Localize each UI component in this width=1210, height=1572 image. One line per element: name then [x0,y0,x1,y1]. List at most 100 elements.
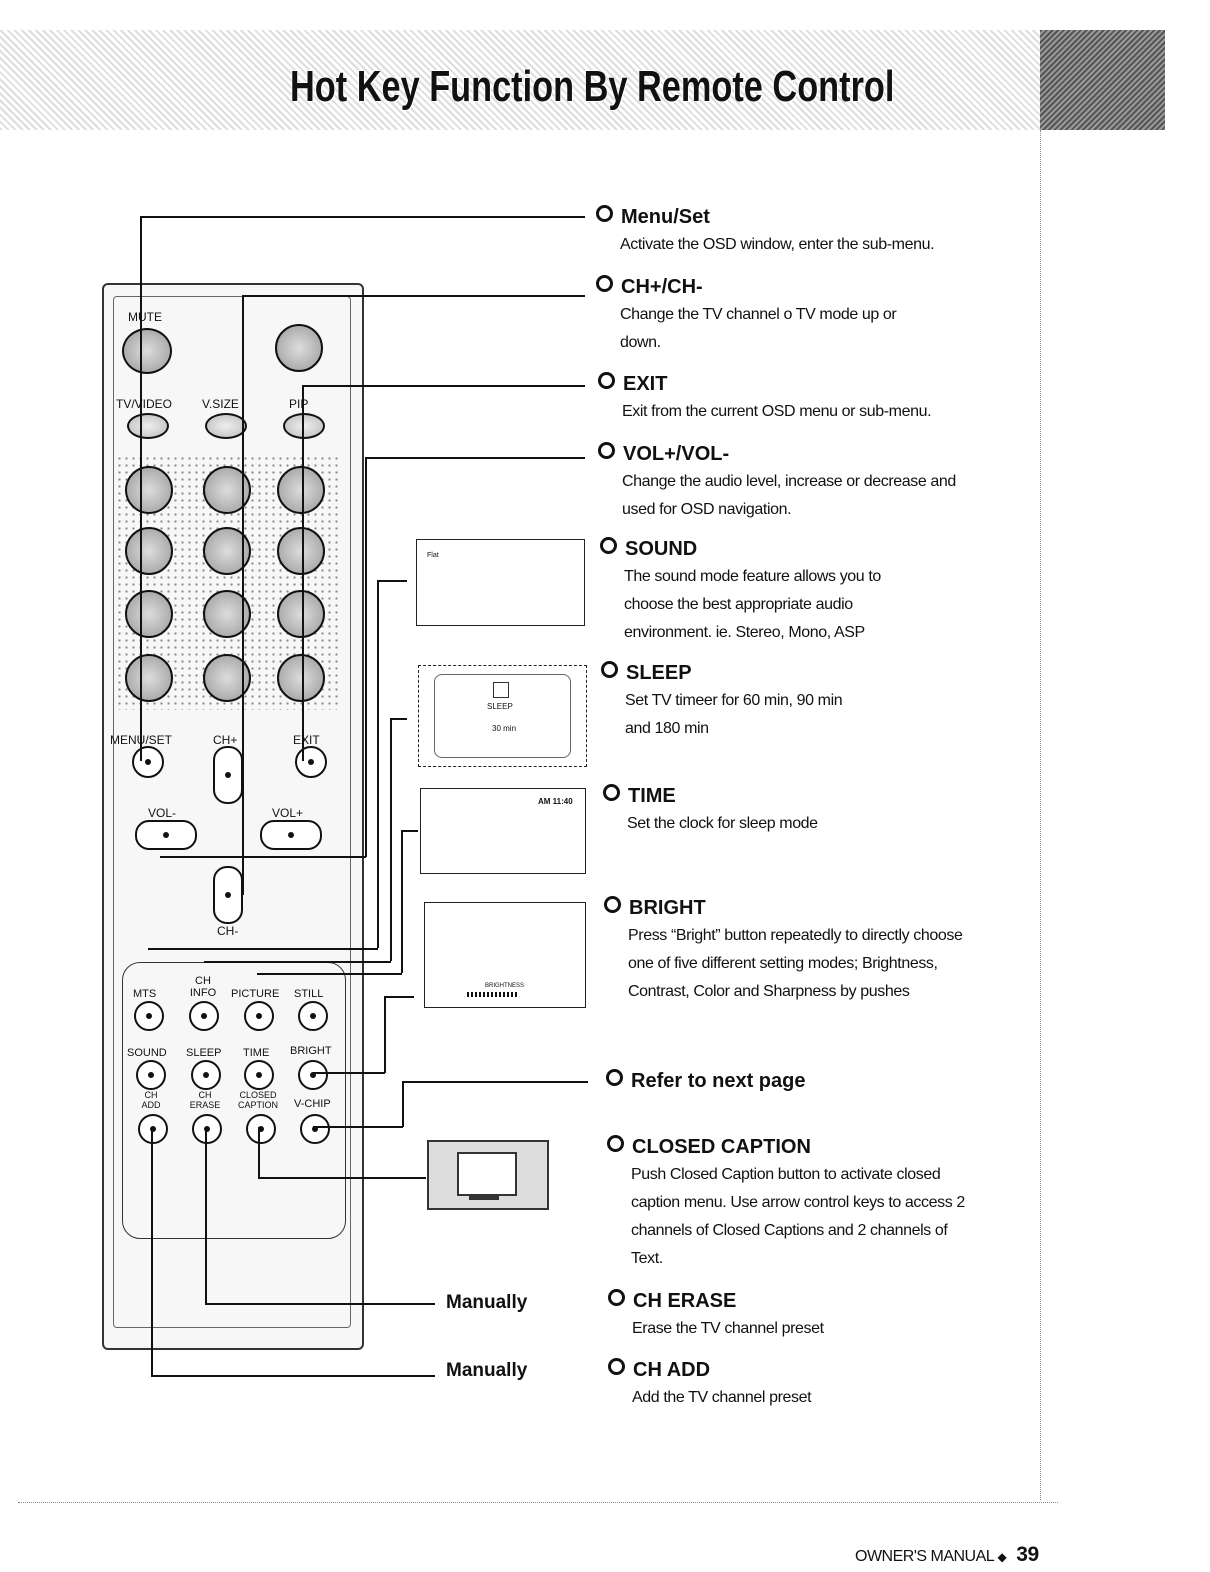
entry-description: Change the audio level, increase or decr… [622,473,956,518]
closed-caption-button [246,1114,276,1144]
vsize-button [205,413,247,439]
bullet-icon [598,442,615,459]
sleep-osd-title: SLEEP [487,702,513,711]
sleep-osd-value: 30 min [492,724,517,733]
number-key [203,466,251,514]
sleep-osd-thumbnail: SLEEP 30 min [418,665,587,767]
still-button [298,1001,328,1031]
mute-button [122,328,172,374]
entry-description: The sound mode feature allows you to cho… [624,568,881,641]
entry-closed-caption: CLOSED CAPTION Push Closed Caption butto… [607,1135,977,1273]
ch-info-label: CH INFO [189,975,217,999]
bright-osd-thumbnail: BRIGHTNESS [424,902,586,1008]
entry-vol: VOL+/VOL- Change the audio level, increa… [598,442,978,524]
entry-description: Set the clock for sleep mode [627,815,818,832]
footer-text: OWNER'S MANUAL [855,1548,994,1565]
bullet-icon [607,1135,624,1152]
entry-bright: BRIGHT Press “Bright” button repeatedly … [604,896,984,1006]
number-key [277,527,325,575]
entry-heading: CLOSED CAPTION [607,1135,977,1159]
number-key [203,527,251,575]
leader-line [148,948,378,950]
number-key [277,654,325,702]
bullet-icon [606,1069,623,1086]
leader-line [384,996,386,1073]
tv-icon [457,1152,517,1196]
brightness-bar [467,992,517,997]
time-button [244,1060,274,1090]
entry-heading: CH ADD [608,1358,1008,1382]
bullet-icon [608,1289,625,1306]
right-margin-rule [1040,130,1041,1500]
leader-line [402,1081,588,1083]
pip-label: PIP [289,397,309,411]
entry-exit: EXIT Exit from the current OSD menu or s… [598,372,1018,426]
ch-add-button [138,1114,168,1144]
bullet-icon [598,372,615,389]
picture-button [244,1001,274,1031]
page-title: Hot Key Function By Remote Control [290,62,895,111]
number-key [277,590,325,638]
bottom-margin-rule [18,1502,1058,1503]
closed-caption-label: CLOSED CAPTION [237,1090,278,1110]
leader-line [365,457,367,857]
page-number: 39 [1016,1543,1039,1566]
entry-heading: SLEEP [601,661,861,685]
picture-label: PICTURE [231,988,280,1000]
number-key [203,590,251,638]
menu-set-button [132,746,164,778]
entry-ch: CH+/CH- Change the TV channel o TV mode … [596,275,936,357]
manually-label: Manually [446,1292,528,1313]
leader-line [204,961,391,963]
leader-line [313,1072,385,1074]
leader-line [258,1177,426,1179]
exit-button [295,746,327,778]
leader-line [151,1127,153,1376]
entry-description: Exit from the current OSD menu or sub-me… [622,403,932,420]
entry-ch-erase: CH ERASE Erase the TV channel preset [608,1289,1008,1343]
sound-label: SOUND [127,1047,167,1059]
entry-heading: CH+/CH- [596,275,936,299]
tv-video-label: TV/VIDEO [116,397,173,411]
leader-line [205,1127,207,1304]
entry-heading: VOL+/VOL- [598,442,978,466]
bullet-icon [603,784,620,801]
page-footer: OWNER'S MANUAL ◆ 39 [855,1543,1039,1567]
leader-line [302,385,585,387]
sleep-osd-frame [434,674,571,758]
leader-line [242,775,244,895]
leader-line [151,1375,435,1377]
leader-line [384,996,414,998]
tv-video-button [127,413,169,439]
exit-label: EXIT [293,733,320,747]
leader-line [377,580,379,948]
time-osd-thumbnail: AM 11:40 [420,788,586,874]
leader-line [401,830,418,832]
sleep-icon [493,682,509,698]
ch-erase-label: CH ERASE [189,1090,221,1110]
entry-time: TIME Set the clock for sleep mode [603,784,1003,838]
footer-diamond-icon: ◆ [997,1550,1007,1564]
ch-minus-label: CH- [217,924,239,938]
bright-label: BRIGHT [290,1045,332,1057]
entry-heading: BRIGHT [604,896,984,920]
number-key [125,527,173,575]
ch-erase-button [192,1114,222,1144]
bright-osd-text: BRIGHTNESS [485,983,525,989]
remote-inner-frame [113,296,351,1328]
number-key [277,466,325,514]
ch-plus-button [213,746,243,804]
leader-line [242,295,244,775]
leader-line [257,973,402,975]
leader-line [390,718,392,961]
sound-osd-text: Flat [427,552,439,559]
entry-sleep: SLEEP Set TV timeer for 60 min, 90 min a… [601,661,861,743]
entry-description: Activate the OSD window, enter the sub-m… [620,236,935,253]
time-osd-text: AM 11:40 [538,797,573,806]
leader-line [205,1303,435,1305]
leader-line [365,457,585,459]
sleep-button [191,1060,221,1090]
leader-line [390,718,407,720]
leader-line [140,216,142,761]
entry-description: Add the TV channel preset [632,1389,812,1406]
